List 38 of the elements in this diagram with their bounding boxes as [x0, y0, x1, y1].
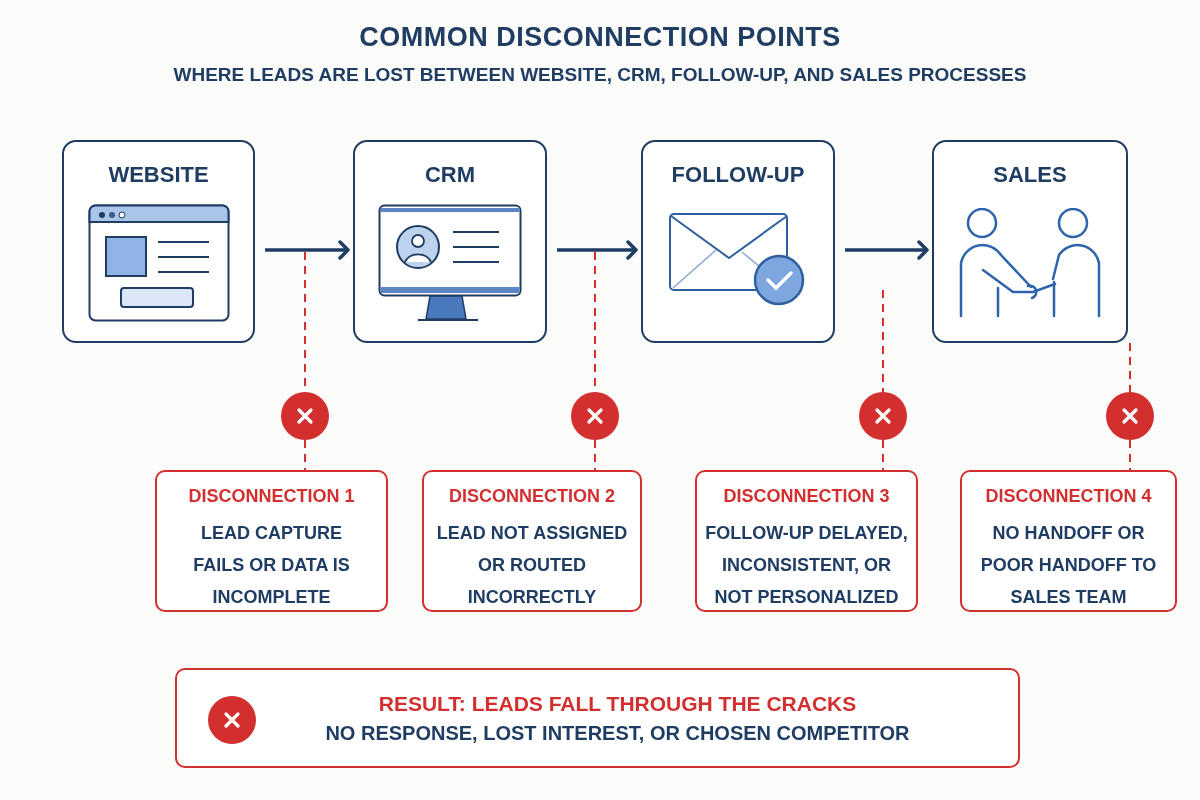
- arrow: [265, 240, 350, 260]
- diagram-title: COMMON DISCONNECTION POINTS: [358, 22, 842, 53]
- dashed-connector: [304, 439, 306, 471]
- stage-title: WEBSITE: [108, 162, 209, 188]
- result-description: NO RESPONSE, LOST INTEREST, OR CHOSEN COMPETITOR: [325, 721, 910, 745]
- disconnection-title: DISCONNECTION 3: [723, 486, 890, 507]
- error-x-circle: [1106, 392, 1154, 440]
- dashed-connector: [882, 439, 884, 471]
- disconnection-card: [422, 470, 642, 612]
- dashed-connector: [594, 439, 596, 471]
- disconnection-card: [155, 470, 388, 612]
- stage-title: CRM: [424, 162, 476, 188]
- dashed-connector: [1129, 342, 1131, 393]
- arrow: [557, 240, 638, 260]
- disconnection-description: LEAD NOT ASSIGNED OR ROUTED INCORRECTLY: [435, 522, 629, 609]
- result-banner: [175, 668, 1020, 768]
- stage-card: [641, 140, 835, 343]
- disconnection-card: [695, 470, 918, 612]
- result-title: RESULT: LEADS FALL THROUGH THE CRACKS: [378, 691, 857, 716]
- disconnection-description: NO HANDOFF OR POOR HANDOFF TO SALES TEAM: [979, 522, 1158, 609]
- stage-card: [932, 140, 1128, 343]
- stage-card: [62, 140, 255, 343]
- stage-title: FOLLOW-UP: [671, 162, 805, 188]
- error-x-circle: [859, 392, 907, 440]
- disconnection-title: DISCONNECTION 4: [985, 486, 1152, 507]
- disconnection-description: LEAD CAPTURE FAILS OR DATA IS INCOMPLETE: [192, 522, 351, 609]
- arrow: [845, 240, 929, 260]
- disconnection-title: DISCONNECTION 1: [188, 486, 355, 507]
- disconnection-title: DISCONNECTION 2: [449, 486, 615, 507]
- error-x-circle: [281, 392, 329, 440]
- stage-card: [353, 140, 547, 343]
- disconnection-description: FOLLOW-UP DELAYED, INCONSISTENT, OR NOT PERSONALIZED: [704, 522, 909, 609]
- stage-title: SALES: [993, 162, 1067, 188]
- disconnection-card: [960, 470, 1177, 612]
- dashed-connector: [882, 289, 884, 393]
- diagram-subtitle: WHERE LEADS ARE LOST BETWEEN WEBSITE, CRM, FOLLOW-UP, AND SALES PROCESSES: [172, 64, 1028, 86]
- error-x-circle: [571, 392, 619, 440]
- dashed-connector: [1129, 439, 1131, 471]
